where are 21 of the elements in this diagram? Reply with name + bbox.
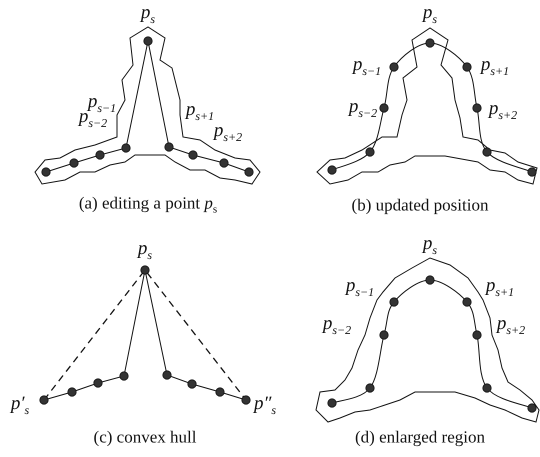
point-label: p$_{s}$ (138, 239, 152, 261)
point-label: p$_{s+1}$ (486, 276, 514, 298)
point-label: p$_{s−2}$ (348, 97, 378, 119)
panel-caption: (a) editing a point p$_{s}$ (78, 194, 218, 216)
point-label: p′$_{s}$ (10, 394, 30, 416)
point-label: p$_{s−2}$ (322, 314, 352, 336)
point-label: p$_{s+2}$ (488, 99, 518, 121)
point-label: p$_{s+2}$ (214, 121, 242, 143)
panel-caption: (b) updated position (352, 196, 488, 214)
point-label: p$_{s+1}$ (480, 55, 510, 77)
point-label: p$_{s−1}$ (352, 55, 382, 77)
point-label: p$_{s+2}$ (496, 314, 526, 336)
point-label: p$_{s−1}$ (346, 276, 374, 298)
point-label: p$_{s}$ (422, 3, 438, 25)
point-label: p$_{s+1}$ (186, 100, 214, 122)
point-label: p$_{s}$ (140, 3, 156, 25)
panel-caption: (c) convex hull (94, 428, 196, 446)
panel-caption: (d) enlarged region (355, 428, 485, 446)
point-label: p$_{s−1}$ (88, 92, 116, 114)
point-label: p″$_{s}$ (254, 394, 276, 416)
point-label: p$_{s}$ (422, 234, 438, 256)
